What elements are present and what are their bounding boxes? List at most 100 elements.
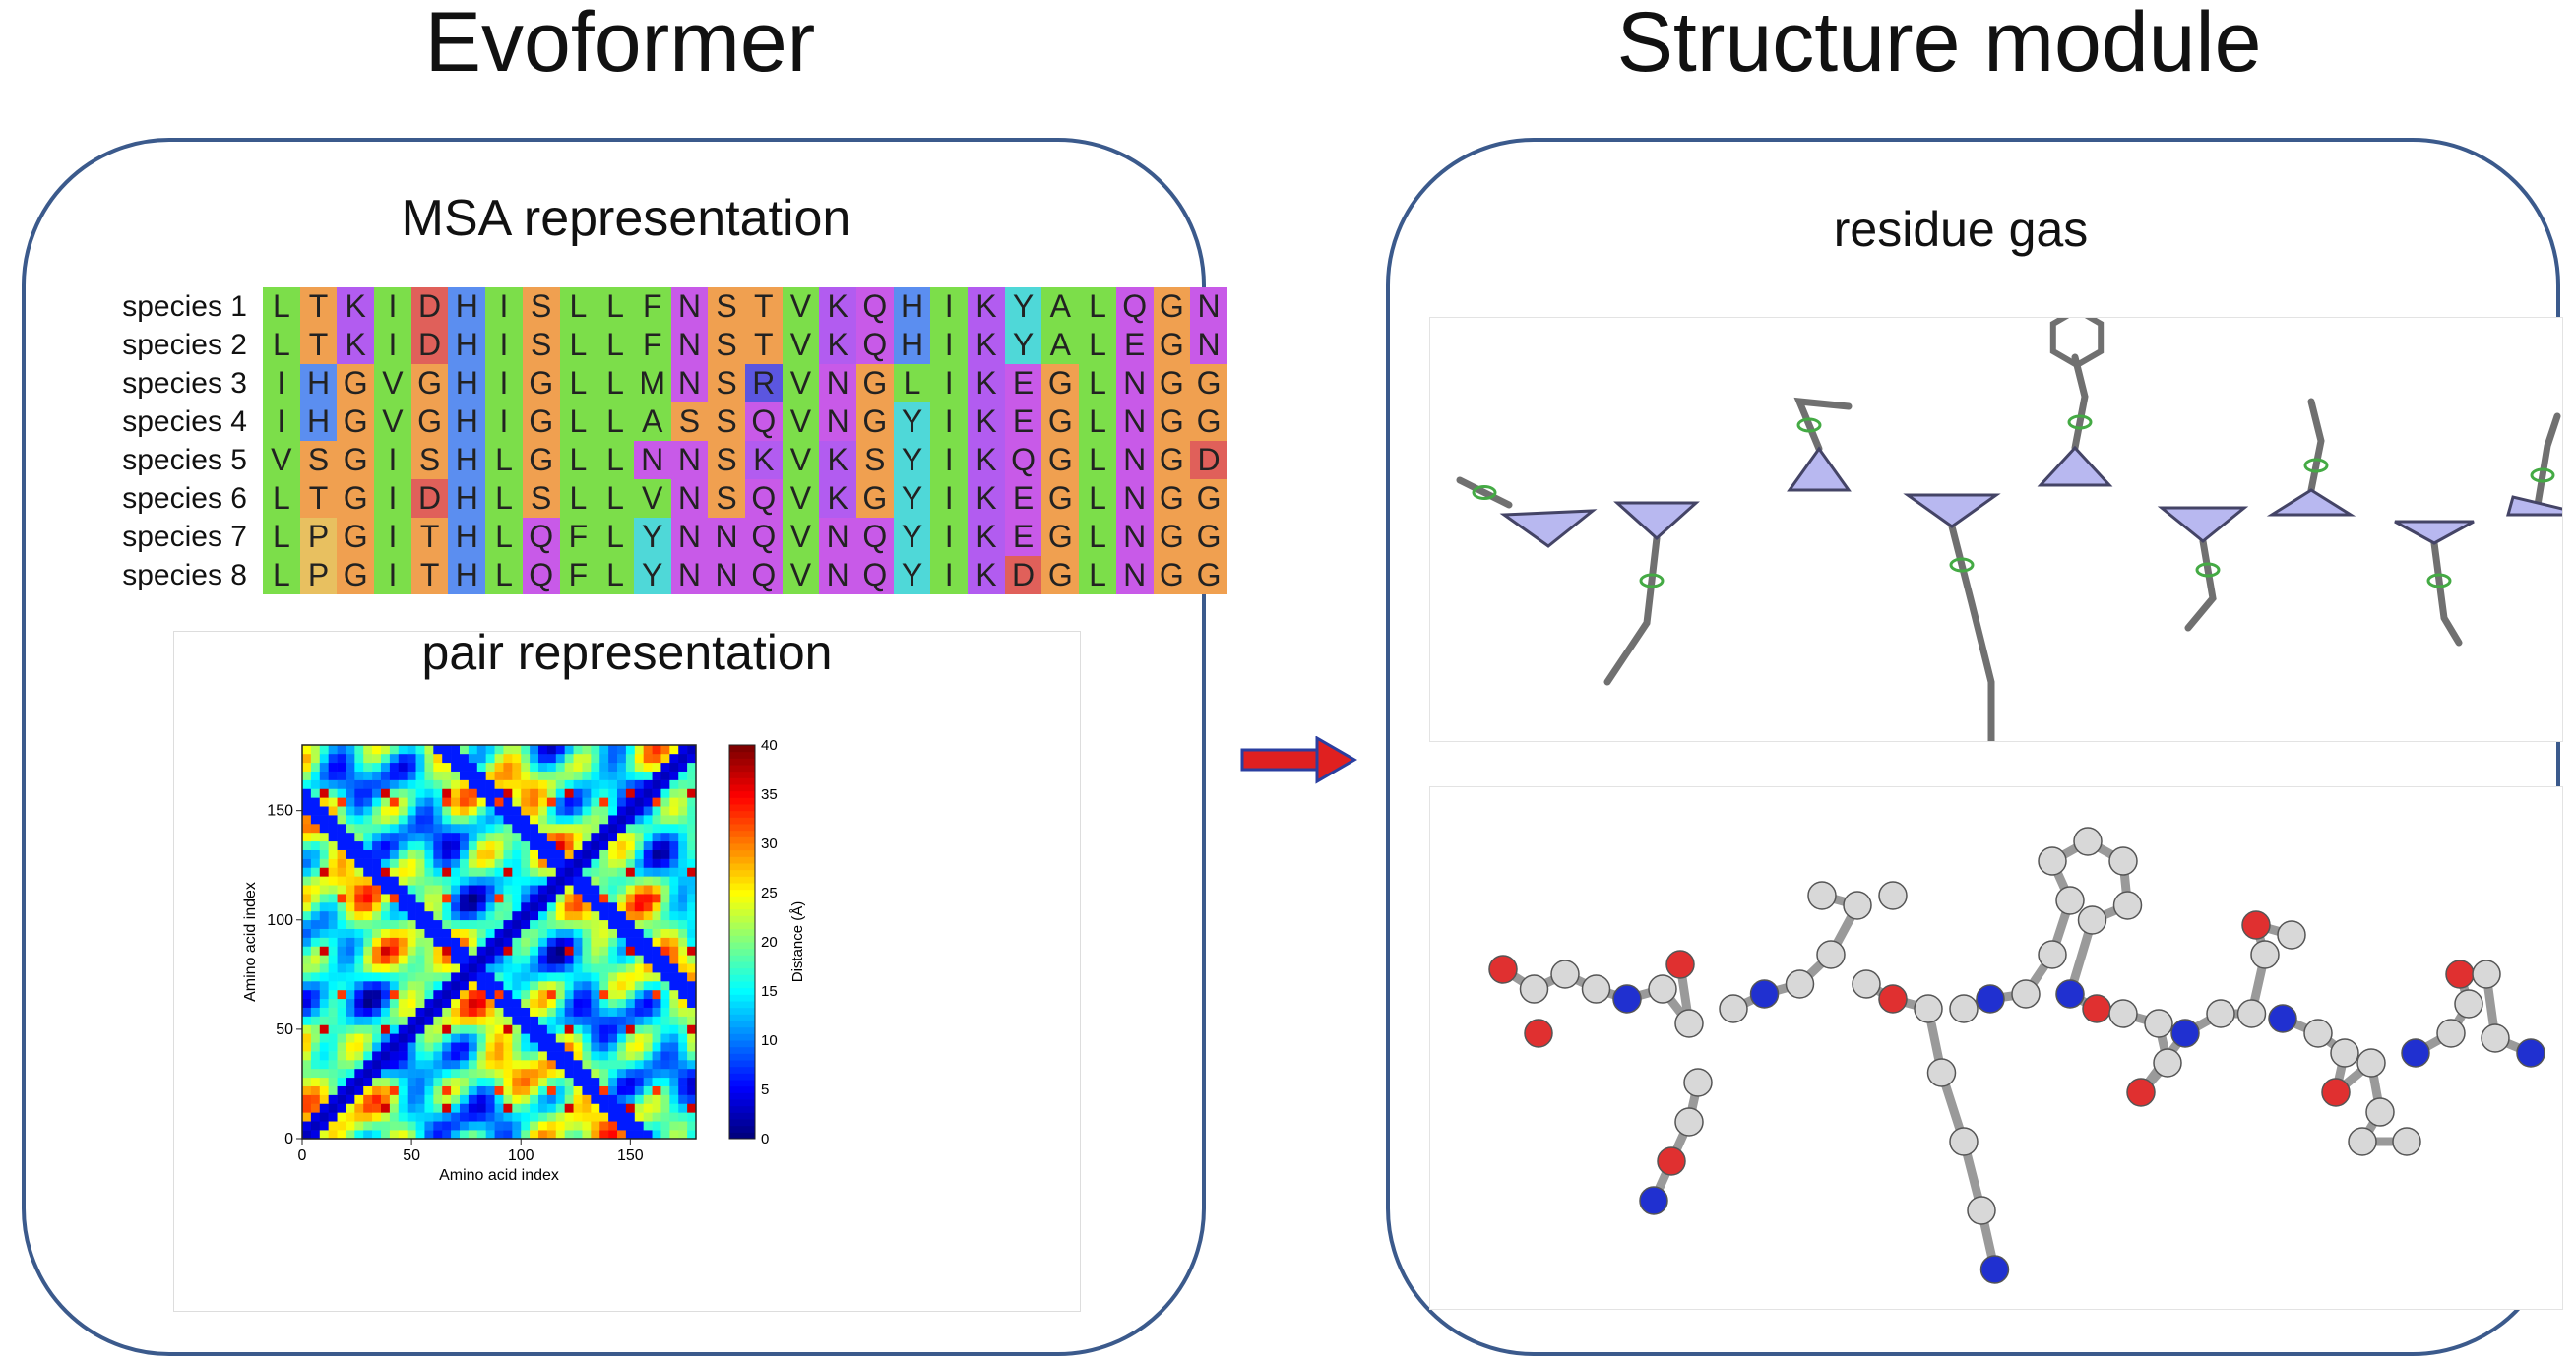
heatmap-cell bbox=[372, 824, 382, 834]
heatmap-cell bbox=[608, 779, 618, 789]
residue-cell: V bbox=[782, 556, 820, 594]
heatmap-cell bbox=[494, 998, 504, 1008]
heatmap-cell bbox=[678, 832, 688, 842]
heatmap-cell bbox=[424, 910, 434, 921]
heatmap-cell bbox=[591, 963, 600, 973]
residue-cell: E bbox=[1004, 402, 1042, 441]
heatmap-cell bbox=[433, 989, 443, 1000]
heatmap-cell bbox=[485, 1068, 495, 1079]
heatmap-cell bbox=[442, 779, 452, 789]
heatmap-cell bbox=[424, 1077, 434, 1086]
heatmap-cell bbox=[381, 797, 391, 807]
residue-cell: G bbox=[856, 364, 894, 402]
heatmap-cell bbox=[503, 885, 513, 895]
heatmap-cell bbox=[538, 876, 548, 886]
heatmap-cell bbox=[608, 797, 618, 807]
heatmap-cell bbox=[485, 919, 495, 929]
heatmap-cell bbox=[643, 771, 653, 780]
heatmap-cell bbox=[468, 1085, 478, 1095]
heatmap-cell bbox=[433, 788, 443, 798]
heatmap-cell bbox=[381, 1024, 391, 1034]
heatmap-cell bbox=[660, 1051, 670, 1061]
heatmap-cell bbox=[573, 972, 583, 982]
heatmap-cell bbox=[530, 876, 539, 886]
heatmap-cell bbox=[573, 894, 583, 903]
heatmap-cell bbox=[546, 815, 557, 825]
heatmap-cell bbox=[381, 806, 391, 816]
heatmap-cell bbox=[476, 832, 486, 842]
heatmap-cell bbox=[573, 928, 583, 938]
heatmap-cell bbox=[415, 762, 425, 772]
heatmap-cell bbox=[538, 1024, 548, 1034]
residue-cell: L bbox=[485, 556, 523, 594]
heatmap-cell bbox=[372, 815, 382, 825]
heatmap-cell bbox=[617, 788, 627, 798]
heatmap-cell bbox=[310, 858, 321, 868]
heatmap-cell bbox=[555, 832, 565, 842]
colorbar-tick-label: 0 bbox=[761, 1131, 769, 1147]
heatmap-cell bbox=[319, 1024, 329, 1034]
heatmap-cell bbox=[485, 963, 495, 973]
heatmap-cell bbox=[415, 1024, 425, 1034]
heatmap-cell bbox=[546, 832, 557, 842]
heatmap-cell bbox=[538, 1112, 548, 1122]
heatmap-cell bbox=[485, 876, 495, 886]
heatmap-cell bbox=[564, 955, 574, 964]
heatmap-cell bbox=[346, 989, 355, 1000]
heatmap-cell bbox=[530, 955, 539, 964]
colorbar-step bbox=[729, 987, 755, 995]
heatmap-cell bbox=[512, 1024, 522, 1034]
heatmap-cell bbox=[451, 832, 461, 842]
residue-cell: L bbox=[263, 518, 300, 556]
heatmap-cell bbox=[625, 885, 636, 895]
heatmap-cell bbox=[643, 1077, 653, 1086]
heatmap-cell bbox=[337, 972, 346, 982]
heatmap-cell bbox=[476, 1007, 486, 1017]
residue-cell: L bbox=[263, 479, 300, 518]
heatmap-cell bbox=[398, 876, 408, 886]
heatmap-cell bbox=[660, 1007, 670, 1017]
heatmap-cell bbox=[415, 1033, 425, 1043]
colorbar-step bbox=[729, 765, 755, 773]
heatmap-cell bbox=[381, 894, 391, 903]
colorbar-step bbox=[729, 1046, 755, 1054]
heatmap-cell bbox=[521, 1060, 531, 1070]
heatmap-cell bbox=[503, 1007, 513, 1017]
heatmap-cell bbox=[302, 867, 312, 877]
heatmap-cell bbox=[354, 1051, 364, 1061]
heatmap-cell bbox=[424, 1103, 434, 1113]
heatmap-cell bbox=[512, 1042, 522, 1052]
heatmap-cell bbox=[415, 840, 425, 850]
heatmap-cell bbox=[460, 1060, 470, 1070]
oxygen-atom bbox=[1657, 1146, 1686, 1176]
colorbar-step bbox=[729, 784, 755, 792]
heatmap-cell bbox=[494, 919, 504, 929]
heatmap-cell bbox=[643, 989, 653, 1000]
heatmap-cell bbox=[407, 1103, 416, 1113]
heatmap-cell bbox=[460, 910, 470, 921]
heatmap-cell bbox=[573, 1130, 583, 1140]
heatmap-cell bbox=[546, 998, 557, 1008]
heatmap-cell bbox=[433, 946, 443, 956]
heatmap-cell bbox=[363, 1077, 373, 1086]
heatmap-cell bbox=[625, 1042, 636, 1052]
heatmap-cell bbox=[485, 867, 495, 877]
heatmap-cell bbox=[634, 762, 644, 772]
carbon-atom bbox=[1581, 974, 1611, 1004]
colorbar-step bbox=[729, 1105, 755, 1113]
heatmap-cell bbox=[354, 902, 364, 912]
heatmap-cell bbox=[337, 937, 346, 947]
heatmap-cell bbox=[381, 1060, 391, 1070]
heatmap-cell bbox=[433, 824, 443, 834]
heatmap-cell bbox=[328, 876, 338, 886]
heatmap-cell bbox=[521, 849, 531, 859]
heatmap-cell bbox=[687, 902, 697, 912]
heatmap-cell bbox=[678, 745, 688, 755]
heatmap-cell bbox=[617, 1042, 627, 1052]
carbon-atom bbox=[2436, 1019, 2466, 1048]
heatmap-cell bbox=[451, 1130, 461, 1140]
oxygen-atom bbox=[2126, 1078, 2156, 1107]
heatmap-cell bbox=[643, 885, 653, 895]
heatmap-cell bbox=[485, 1130, 495, 1140]
